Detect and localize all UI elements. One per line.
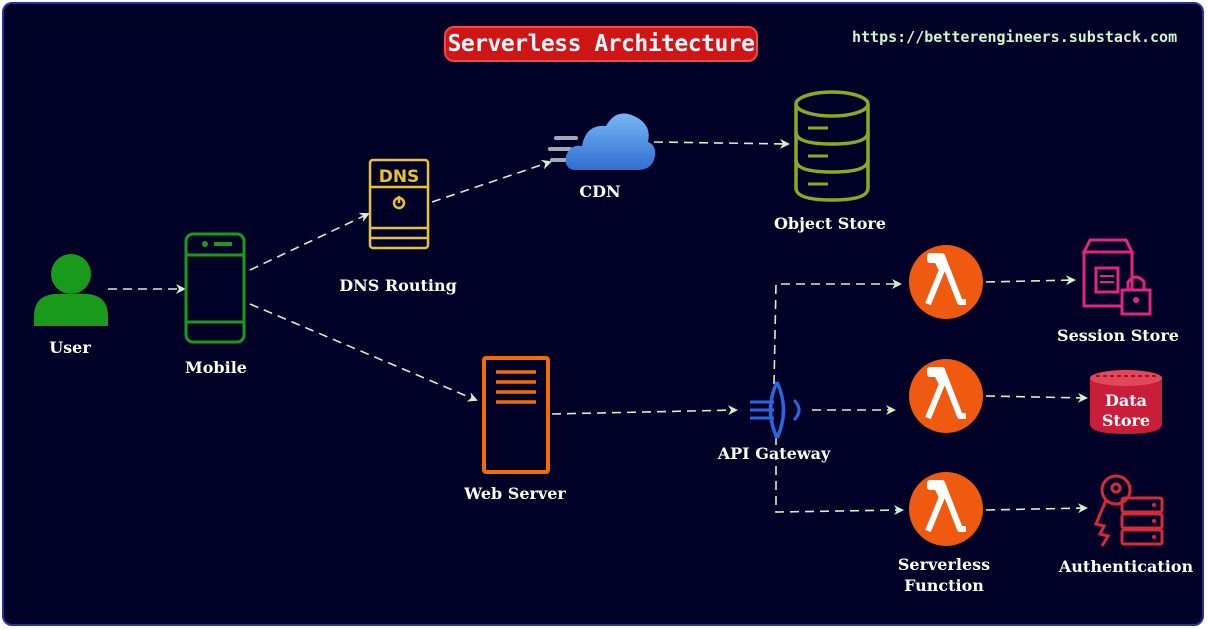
web-server-icon xyxy=(482,356,550,474)
dns-server-icon xyxy=(368,158,430,250)
source-url[interactable]: https://betterengineers.substack.com xyxy=(852,28,1178,46)
web-server-label: Web Server xyxy=(464,484,566,503)
data-store-label-1: Data xyxy=(1105,391,1147,410)
data-store-label-2: Store xyxy=(1102,411,1150,430)
lambda-icon-2 xyxy=(909,359,983,433)
mobile-label: Mobile xyxy=(185,358,247,377)
session-store-icon xyxy=(1081,238,1152,316)
object-store-icon xyxy=(794,90,870,202)
lambda-icon-1 xyxy=(909,245,983,319)
dns-icon-text: DNS xyxy=(379,167,420,187)
authentication-label: Authentication xyxy=(1058,557,1194,576)
serverless-function-label-1: Serverless xyxy=(897,555,991,574)
edge-webserver-apigw xyxy=(551,405,738,416)
edge-lambda2-datastore xyxy=(985,392,1088,403)
edge-cdn-objectstore xyxy=(653,138,790,149)
api-gateway-label: API Gateway xyxy=(717,444,831,463)
edge-mobile-dns xyxy=(249,212,370,271)
data-store-icon xyxy=(1090,370,1162,434)
object-store-label: Object Store xyxy=(773,214,887,233)
edge-lambda3-auth xyxy=(985,503,1088,514)
user-icon xyxy=(34,254,108,326)
api-gateway-icon xyxy=(750,381,801,439)
diagram-title: Serverless Architecture xyxy=(444,26,758,62)
session-store-label: Session Store xyxy=(1057,326,1179,345)
cdn-label: CDN xyxy=(579,182,621,201)
edge-mobile-webserver xyxy=(249,303,478,402)
diagram-graphics: DNS xyxy=(34,90,1164,547)
edge-dns-cdn xyxy=(431,159,552,203)
lambda-icon-3 xyxy=(909,472,983,546)
edge-apigw-lambda1 xyxy=(773,279,902,385)
edge-apigw-lambda3 xyxy=(775,436,904,516)
mobile-icon xyxy=(184,232,246,344)
dns-routing-label: DNS Routing xyxy=(339,276,457,295)
serverless-function-label-2: Function xyxy=(904,576,984,595)
authentication-key-icon xyxy=(1093,474,1164,547)
user-label: User xyxy=(49,338,91,357)
cdn-cloud-icon xyxy=(548,113,656,170)
edge-lambda1-session xyxy=(985,275,1076,286)
